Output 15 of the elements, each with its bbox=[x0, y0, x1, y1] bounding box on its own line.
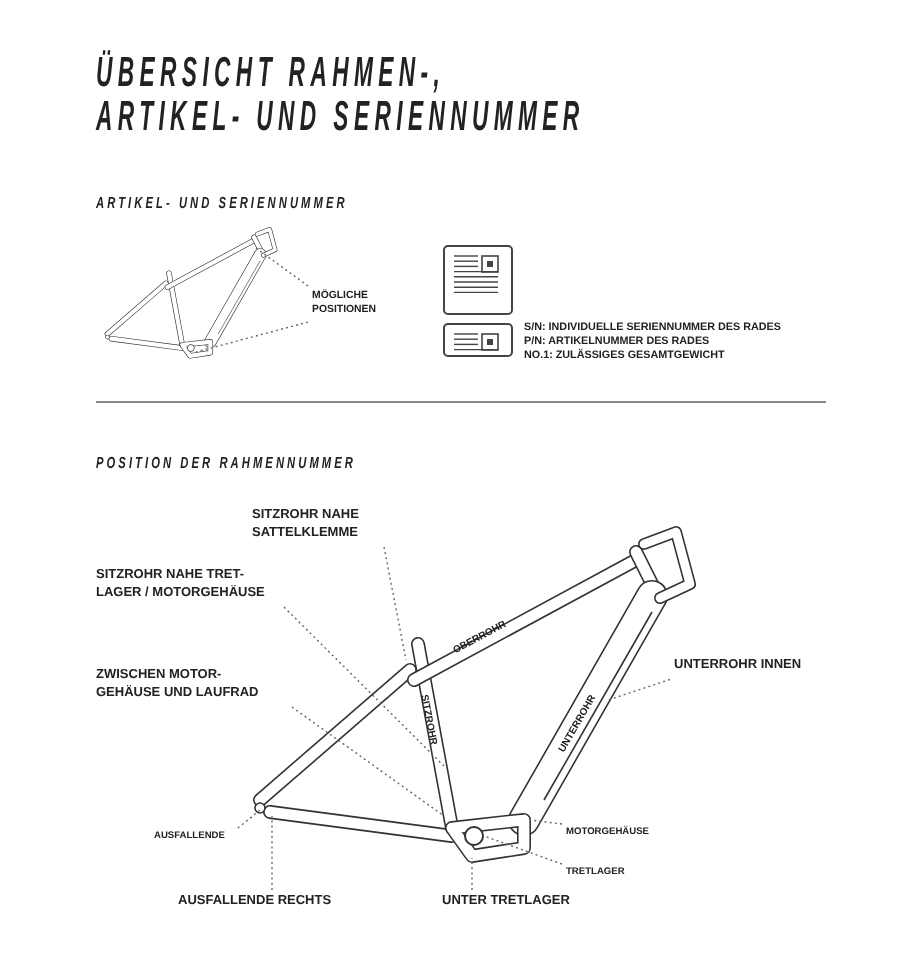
section-heading: POSITION DER RAHMENNUMMER bbox=[96, 454, 356, 472]
leader-line bbox=[255, 247, 309, 287]
leader-line bbox=[383, 546, 407, 661]
leader-line bbox=[271, 815, 273, 891]
leader-line bbox=[237, 809, 261, 829]
leader-line bbox=[291, 706, 445, 817]
leader-line bbox=[283, 606, 445, 767]
leader-line bbox=[607, 678, 671, 701]
leader-line bbox=[195, 321, 309, 353]
section-heading: ARTIKEL- UND SERIENNUMMER bbox=[96, 194, 348, 212]
bike-frame-drawing bbox=[104, 227, 278, 359]
leader-line bbox=[471, 857, 473, 891]
leader-line bbox=[483, 835, 563, 865]
leader-line bbox=[529, 819, 563, 825]
title: ÜBERSICHT RAHMEN-, ARTIKEL- UND SERIENNUMMER bbox=[96, 52, 587, 140]
